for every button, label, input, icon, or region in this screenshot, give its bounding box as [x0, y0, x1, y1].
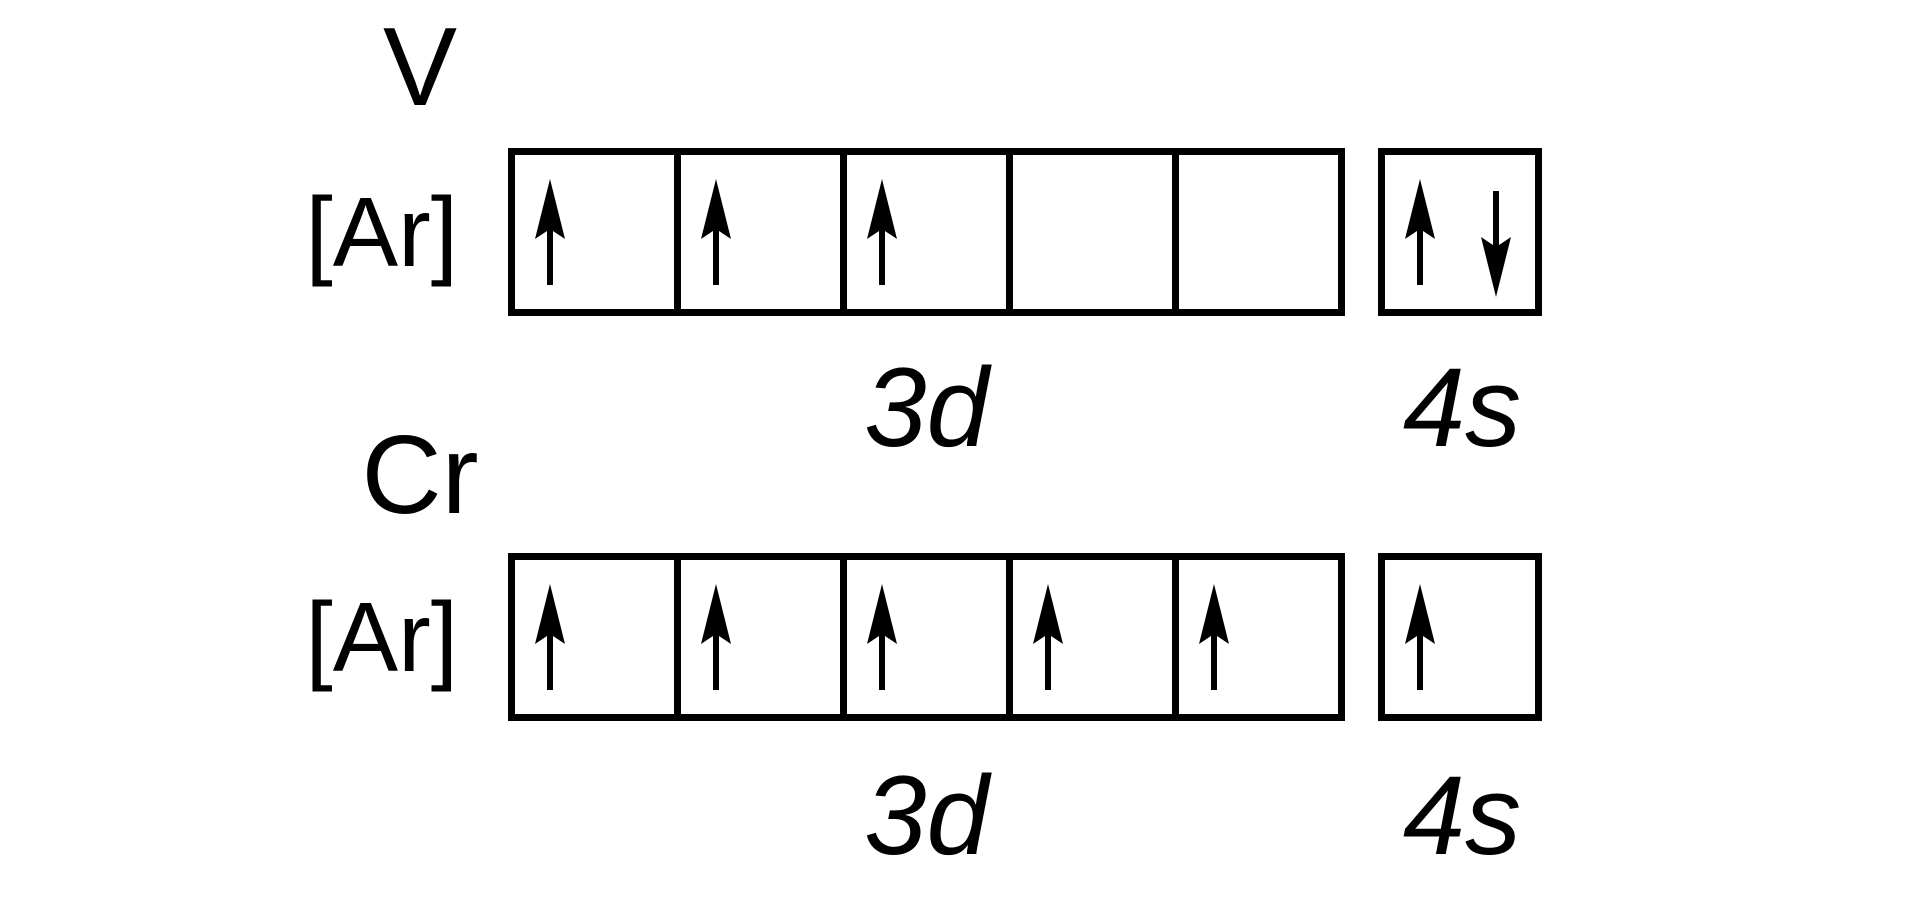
- up-arrow-icon: [867, 584, 897, 690]
- up-arrow-icon: [1033, 584, 1063, 690]
- element-symbol-cr: Cr: [361, 413, 479, 537]
- orbital-cell: [1006, 155, 1172, 309]
- orbital-cell: [674, 155, 840, 309]
- core-label-wrap: [Ar]: [258, 148, 458, 316]
- orbital-box-group-3d: [508, 148, 1345, 316]
- orbital-cell: [840, 155, 1006, 309]
- subshell-label-3d: 3d: [864, 345, 989, 470]
- orbital-box-4s: [1378, 553, 1542, 721]
- core-label-argon: [Ar]: [305, 582, 458, 692]
- subshell-label-4s: 4s: [1402, 345, 1522, 470]
- core-label-wrap: [Ar]: [258, 553, 458, 721]
- orbital-box-group-3d: [508, 553, 1345, 721]
- subshell-label-4s: 4s: [1402, 753, 1522, 878]
- orbital-cell: [515, 155, 674, 309]
- orbital-cell: [1172, 560, 1338, 714]
- up-arrow-icon: [1405, 584, 1435, 690]
- up-arrow-icon: [535, 179, 565, 285]
- up-arrow-icon: [1405, 179, 1435, 285]
- up-arrow-icon: [701, 179, 731, 285]
- up-arrow-icon: [701, 584, 731, 690]
- up-arrow-icon: [535, 584, 565, 690]
- core-label-argon: [Ar]: [305, 177, 458, 287]
- orbital-cell: [515, 560, 674, 714]
- element-symbol-v: V: [382, 5, 458, 129]
- orbital-cell: [674, 560, 840, 714]
- orbital-box-4s: [1378, 148, 1542, 316]
- orbital-cell: [1172, 155, 1338, 309]
- up-arrow-icon: [867, 179, 897, 285]
- down-arrow-icon: [1481, 191, 1511, 297]
- subshell-label-3d: 3d: [864, 753, 989, 878]
- orbital-cell: [1006, 560, 1172, 714]
- up-arrow-icon: [1199, 584, 1229, 690]
- orbital-cell: [840, 560, 1006, 714]
